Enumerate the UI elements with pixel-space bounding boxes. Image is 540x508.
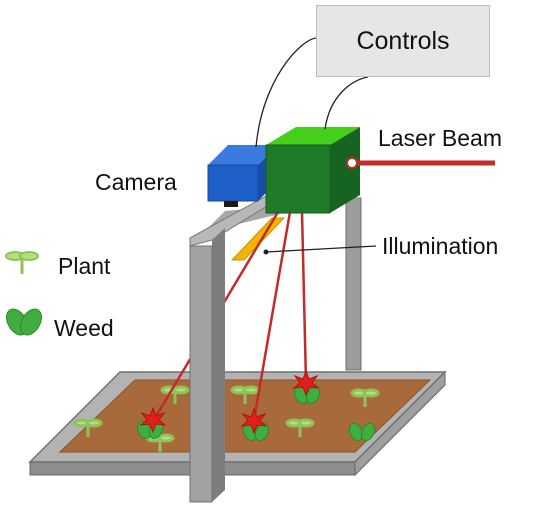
- laser-beam-label: Laser Beam: [378, 125, 503, 151]
- field-weeds: [136, 385, 376, 442]
- frame-top-beam-face: [189, 194, 287, 247]
- field-weed: [293, 385, 321, 405]
- frame-back-post: [345, 197, 362, 371]
- field-plant: [285, 418, 315, 437]
- weed-legend-label: Weed: [54, 315, 114, 341]
- illumination-strip: [230, 217, 286, 261]
- controls-cable-camera: [255, 37, 317, 148]
- laser-module-front: [265, 144, 331, 214]
- laser-ray: [252, 211, 292, 421]
- illumination-label: Illumination: [382, 233, 499, 259]
- camera-lens: [224, 201, 238, 207]
- laser-aperture-icon: [346, 157, 358, 169]
- illumination-leader-dot: [263, 249, 269, 255]
- field-weed: [242, 422, 270, 442]
- camera-front: [207, 164, 259, 202]
- frame-front-post: [189, 245, 213, 503]
- laser-hit: [292, 369, 320, 397]
- controls-box: Controls: [316, 5, 490, 77]
- laser-hit: [240, 407, 268, 435]
- camera-top: [208, 145, 278, 165]
- tray-right-edge: [354, 370, 446, 477]
- weed-icon: [6, 308, 42, 336]
- frame-front-post-side: [212, 228, 225, 502]
- field-plant: [350, 388, 380, 407]
- illumination-leader: [265, 245, 377, 253]
- plant-legend-label: Plant: [58, 253, 111, 279]
- laser-ray: [300, 211, 308, 383]
- laser-hit: [139, 406, 167, 434]
- field-plants: [73, 385, 380, 452]
- laser-hits: [139, 369, 320, 435]
- controls-cable-laser: [324, 76, 369, 130]
- laser-module-side: [330, 127, 360, 213]
- laser-module-top: [266, 127, 360, 145]
- plant-icon: [5, 251, 39, 274]
- camera-label: Camera: [95, 169, 177, 195]
- field-plant: [73, 418, 103, 437]
- controls-label: Controls: [356, 26, 450, 55]
- field-weed: [348, 422, 376, 442]
